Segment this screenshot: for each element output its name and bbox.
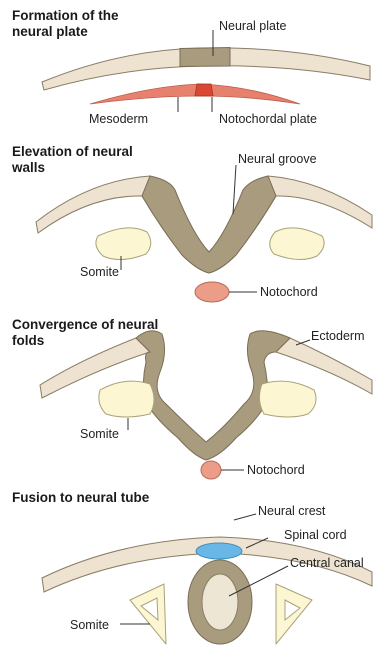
somite: [130, 584, 166, 644]
notochord: [195, 282, 229, 302]
label-ectoderm: Ectoderm: [311, 329, 365, 343]
stage-1-illustration: Neural plate Mesoderm Notochordal plate: [42, 19, 370, 126]
label-neural-groove: Neural groove: [238, 152, 317, 166]
label-notochord: Notochord: [260, 285, 318, 299]
somite: [96, 228, 151, 260]
label-mesoderm: Mesoderm: [89, 112, 148, 126]
somite: [259, 381, 316, 417]
somite: [270, 228, 324, 260]
label-central-canal: Central canal: [290, 556, 364, 570]
label-neural-plate: Neural plate: [219, 19, 286, 33]
notochord: [201, 461, 221, 479]
notochordal-plate: [195, 84, 213, 96]
somite: [276, 584, 312, 644]
label-spinal-cord: Spinal cord: [284, 528, 347, 542]
central-canal: [202, 574, 238, 630]
neural-crest: [196, 543, 242, 559]
label-somite: Somite: [80, 427, 119, 441]
somite: [99, 381, 154, 417]
neural-wall: [142, 176, 276, 273]
label-somite: Somite: [80, 265, 119, 279]
label-somite: Somite: [70, 618, 109, 632]
label-neural-crest: Neural crest: [258, 504, 326, 518]
stage-4-illustration: Neural crest Spinal cord Central canal S…: [42, 504, 372, 644]
stage-3-illustration: Ectoderm Somite Notochord: [40, 329, 372, 479]
stage-2-illustration: Neural groove Somite Notochord: [36, 152, 372, 302]
label-notochordal-plate: Notochordal plate: [219, 112, 317, 126]
neural-plate: [180, 48, 230, 67]
label-notochord: Notochord: [247, 463, 305, 477]
